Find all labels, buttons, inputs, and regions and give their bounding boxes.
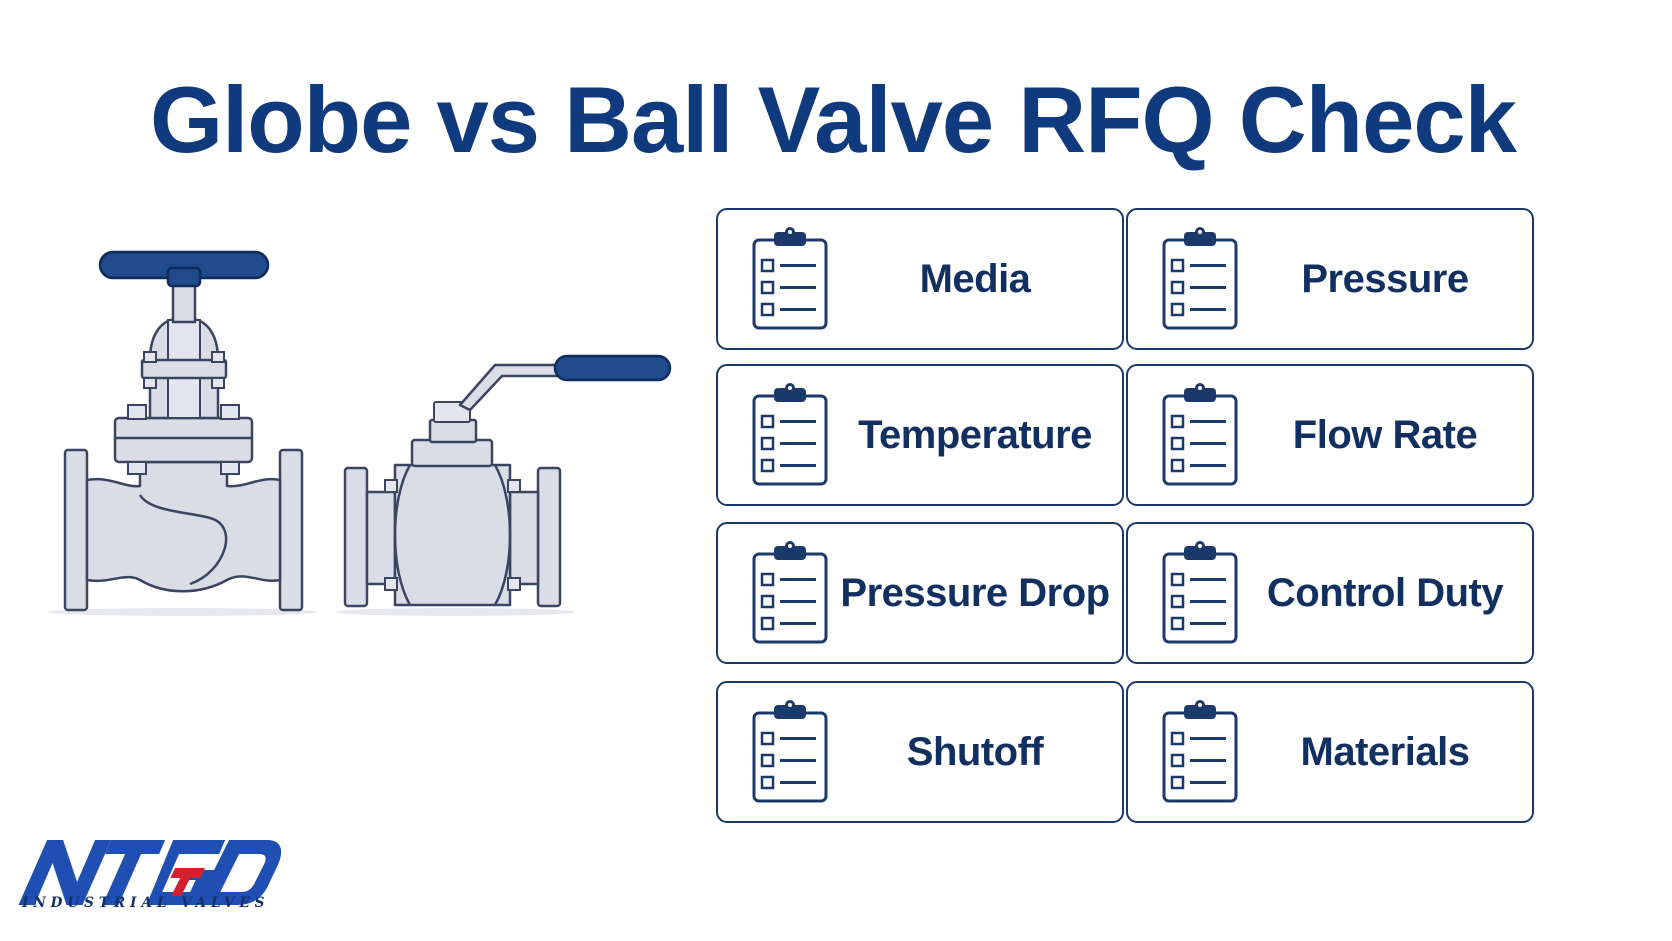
- checklist-card: Pressure Drop: [716, 522, 1124, 664]
- globe-valve-icon: [48, 250, 318, 616]
- checklist-card: Pressure: [1126, 208, 1534, 350]
- checklist-card: Media: [716, 208, 1124, 350]
- checklist-label: Control Duty: [1266, 570, 1504, 615]
- checklist-label: Shutoff: [906, 729, 1044, 774]
- checklist-label: Temperature: [858, 412, 1092, 457]
- ball-valve-icon: [335, 354, 672, 616]
- checklist-card: Shutoff: [716, 681, 1124, 823]
- clipboard-checklist-icon: [1156, 226, 1242, 334]
- ntgd-logo: [18, 840, 282, 905]
- checklist-label: Flow Rate: [1292, 412, 1478, 457]
- checklist-card: Control Duty: [1126, 522, 1534, 664]
- checklist-card: Materials: [1126, 681, 1534, 823]
- checklist-label: Pressure: [1301, 256, 1469, 301]
- clipboard-checklist-icon: [746, 699, 832, 807]
- clipboard-checklist-icon: [1156, 382, 1242, 490]
- clipboard-checklist-icon: [1156, 699, 1242, 807]
- checklist-card: Flow Rate: [1126, 364, 1534, 506]
- checklist-label: Pressure Drop: [840, 570, 1110, 615]
- clipboard-checklist-icon: [746, 382, 832, 490]
- checklist-label: Materials: [1300, 729, 1470, 774]
- clipboard-checklist-icon: [746, 540, 832, 648]
- clipboard-checklist-icon: [746, 226, 832, 334]
- valve-illustration: .s { stroke: #3a4560; stroke-width: 2.5;…: [48, 250, 672, 616]
- logo-subtitle: INDUSTRIAL VALVES: [22, 895, 270, 911]
- page-title: Globe vs Ball Valve RFQ Check: [150, 67, 1517, 172]
- clipboard-checklist-icon: [1156, 540, 1242, 648]
- checklist-label: Media: [919, 256, 1031, 301]
- checklist-card: Temperature: [716, 364, 1124, 506]
